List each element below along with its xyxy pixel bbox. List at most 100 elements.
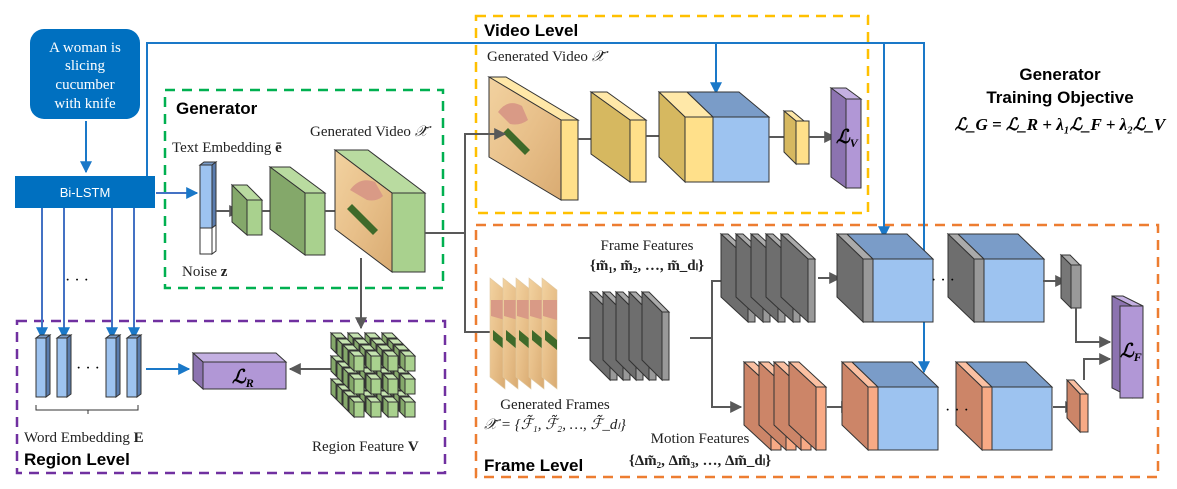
frame-features-formula: {m̃₁, m̃₂, …, m̃_dₗ} [590, 258, 704, 274]
frame-feature-map [640, 290, 671, 382]
text-embedding-vector [198, 161, 218, 229]
word-embedding-vectors [34, 334, 143, 398]
objective-title-line-1: Generator [1019, 65, 1101, 84]
region-loss-symbol: ℒR [232, 367, 254, 390]
hand-image [543, 300, 557, 320]
input-sentence-line-3: cucumber [55, 77, 114, 93]
appearance-small-block [1059, 253, 1082, 310]
hand-image [350, 180, 383, 201]
region-feature-cell [398, 395, 417, 419]
word-embedding-4 [125, 334, 143, 398]
objective-formula: ℒ_G = ℒ_R + λ₁ℒ_F + λ₂ℒ_V [955, 115, 1167, 134]
text-feature-front [983, 258, 1045, 323]
objective-title-line-2: Training Objective [986, 88, 1133, 107]
region-feature-cell [398, 372, 417, 396]
region-feature-cell [364, 349, 383, 373]
cucumber-image [506, 330, 518, 350]
word-embedding-arrows [36, 208, 140, 340]
generated-frames-formula: 𝒳̃ = {ℱ̃₁, ℱ̃₂, …, ℱ̃_dₗ} [484, 414, 626, 433]
region-feature-cell [381, 395, 400, 419]
word-embedding-1 [34, 334, 52, 398]
cucumber-image [347, 204, 378, 235]
motion-ellipsis: · · · [945, 402, 969, 419]
motion-concat-block-1 [840, 360, 940, 452]
region-feature-cell [381, 372, 400, 396]
cucumber-image [545, 330, 557, 350]
video-loss-symbol: ℒV [836, 127, 859, 150]
noise-label: Noise z [182, 264, 228, 280]
region-feature-label: Region Feature V [312, 439, 419, 455]
hand-image [530, 300, 544, 320]
word-embedding-brace [35, 405, 139, 414]
word-embedding-3 [104, 334, 122, 398]
feature-part [835, 232, 875, 324]
region-feature-cell [347, 349, 366, 373]
input-sentence-box [30, 29, 140, 119]
motion-concat-block-2 [954, 360, 1054, 452]
generated-frames-label: Generated Frames [500, 397, 610, 413]
frame-level-group [474, 223, 1160, 479]
frame-features-label: Frame Features [601, 238, 694, 254]
generator-block-1 [230, 183, 264, 237]
text-embedding-label: Text Embedding ē [172, 140, 282, 156]
word-embedding-2 [55, 334, 73, 398]
motion-features-label: Motion Features [651, 431, 750, 447]
video-level-title: Video Level [484, 21, 578, 40]
feature-part [840, 360, 880, 452]
cucumber-image [493, 330, 505, 350]
region-feature-cell [364, 372, 383, 396]
hand-image [504, 300, 518, 320]
region-feature-grid [329, 331, 417, 419]
region-loss-block [191, 351, 288, 391]
region-feature-cell [381, 349, 400, 373]
video-loss-block [829, 87, 863, 189]
cucumber-image [519, 330, 531, 350]
generated-frame [515, 277, 532, 390]
text-condition-line [146, 42, 890, 239]
frame-loss-symbol: ℒF [1120, 341, 1142, 364]
video-level-concat-block [657, 90, 771, 184]
generator-output-line [425, 133, 480, 234]
generated-video-cube [333, 148, 427, 274]
input-sentence-line-1: A woman is [49, 40, 121, 56]
input-sentence-line-4: with knife [54, 96, 116, 112]
word-embedding-ellipsis: · · · [76, 360, 100, 377]
frame-concat-block-1 [835, 232, 935, 324]
generated-frame [528, 277, 545, 390]
frame-feature-slice [779, 232, 817, 324]
frame-feature-extractor [588, 290, 671, 382]
bi-lstm-label: Bi-LSTM [60, 185, 111, 200]
text-feature-front [877, 386, 939, 451]
region-feature-cell [364, 395, 383, 419]
video-level-block-3 [782, 109, 810, 166]
motion-to-loss-arrow [1083, 353, 1112, 380]
video-level-group [474, 14, 870, 215]
feature-part [954, 360, 994, 452]
cucumber-image [532, 330, 544, 350]
video-level-input-cube [487, 76, 580, 201]
lstm-ellipsis: · · · [65, 272, 89, 289]
hand-image [517, 300, 531, 320]
appearance-to-loss-arrow [1075, 308, 1112, 348]
motion-feature-slice [787, 360, 828, 452]
text-feature-front [991, 386, 1053, 451]
generator-group [163, 88, 445, 290]
text-feature-front [872, 258, 934, 323]
motion-small-block [1065, 378, 1089, 434]
generated-frames-stack [489, 277, 558, 390]
video-level-block-1 [589, 91, 648, 183]
hand-image [491, 300, 505, 320]
video-level-generated-video-label: Generated Video 𝒳̃ [487, 49, 609, 65]
noise-vector [199, 224, 217, 255]
frame-level-title: Frame Level [484, 456, 583, 475]
to-motion-branch-arrow [711, 338, 743, 413]
frame-concat-block-2 [946, 232, 1046, 324]
generated-frame [502, 277, 519, 390]
generator-title: Generator [176, 99, 258, 118]
appearance-ellipsis: · · · [931, 272, 955, 289]
generated-video-label: Generated Video 𝒳̃ [310, 124, 432, 140]
region-feature-cell [347, 395, 366, 419]
region-level-title: Region Level [24, 450, 130, 469]
region-level-group [15, 319, 447, 475]
